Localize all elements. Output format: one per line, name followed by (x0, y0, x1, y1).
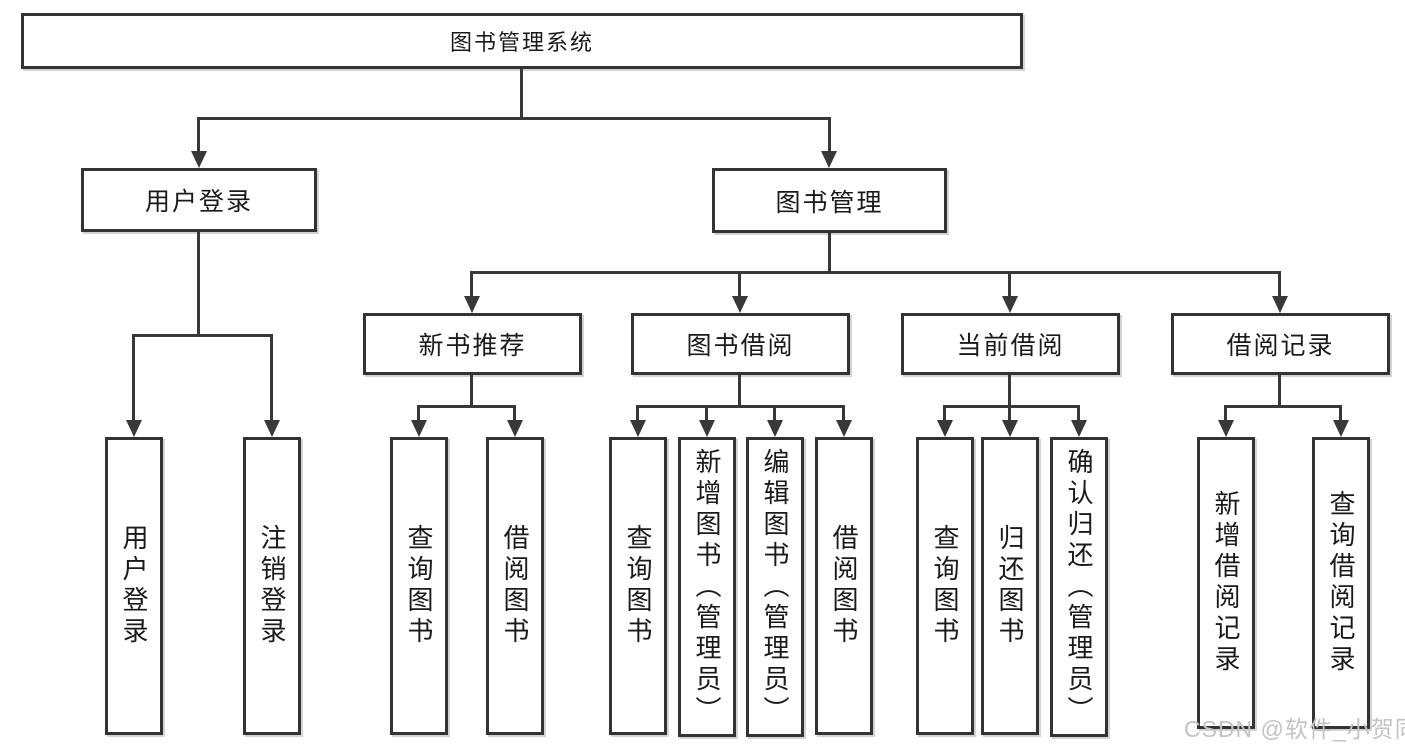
arrowhead-down-icon (836, 420, 852, 437)
arrowhead-down-icon (1002, 420, 1018, 437)
connector-line (1008, 375, 1011, 408)
node-current-borrowing-label: 当前借阅 (956, 332, 1065, 360)
arrowhead-down-icon (264, 420, 280, 437)
leaf-edit-book-admin-label: 编辑图书（管理员） (760, 447, 790, 727)
leaf-confirm-return-admin-label: 确认归还（管理员） (1064, 447, 1094, 727)
connector-line (470, 271, 473, 298)
node-new-book-recommend: 新书推荐 (363, 313, 582, 375)
node-current-borrowing: 当前借阅 (901, 313, 1120, 375)
connector-line (773, 405, 776, 422)
connector-line (132, 334, 135, 422)
arrowhead-down-icon (630, 420, 646, 437)
connector-line (1278, 271, 1281, 298)
node-book-borrowing: 图书借阅 (631, 313, 850, 375)
node-new-book-recommend-label: 新书推荐 (418, 332, 527, 360)
node-book-management-label: 图书管理 (775, 188, 884, 217)
connector-line (1008, 405, 1011, 422)
connector-line (738, 271, 741, 298)
connector-line (636, 405, 639, 422)
leaf-borrow-books-label: 借阅图书 (829, 524, 859, 648)
connector-line (470, 271, 1281, 274)
connector-line (1224, 405, 1227, 422)
arrowhead-down-icon (1333, 420, 1349, 437)
connector-line (1008, 271, 1011, 298)
leaf-query-borrow-record: 查询借阅记录 (1312, 437, 1370, 729)
connector-line (1339, 405, 1342, 422)
arrowhead-down-icon (821, 151, 837, 168)
connector-line (1278, 375, 1281, 408)
node-user-login: 用户登录 (81, 168, 317, 232)
arrowhead-down-icon (1071, 420, 1087, 437)
leaf-query-books-recommend-label: 查询图书 (404, 524, 434, 648)
connector-line (738, 375, 741, 408)
leaf-user-login: 用户登录 (105, 437, 163, 735)
connector-line (197, 232, 200, 336)
connector-line (470, 375, 473, 408)
connector-line (132, 334, 273, 337)
connector-line (417, 405, 516, 408)
arrowhead-down-icon (937, 420, 953, 437)
leaf-add-book-admin: 新增图书（管理员） (678, 437, 736, 737)
leaf-logout-label: 注销登录 (257, 524, 287, 648)
leaf-query-books-borrowing: 查询图书 (609, 437, 667, 735)
connector-line (513, 405, 516, 422)
node-user-login-label: 用户登录 (144, 188, 253, 216)
leaf-return-book: 归还图书 (981, 437, 1039, 735)
arrowhead-down-icon (1272, 296, 1288, 313)
node-borrow-records-label: 借阅记录 (1226, 332, 1335, 360)
leaf-add-borrow-record-label: 新增借阅记录 (1211, 490, 1241, 676)
node-book-management: 图书管理 (712, 168, 947, 233)
arrowhead-down-icon (126, 420, 142, 437)
leaf-logout: 注销登录 (243, 437, 301, 735)
connector-line (636, 405, 845, 408)
arrowhead-down-icon (699, 420, 715, 437)
node-borrow-records: 借阅记录 (1171, 313, 1390, 375)
leaf-borrow-books: 借阅图书 (815, 437, 873, 735)
leaf-add-borrow-record: 新增借阅记录 (1197, 437, 1255, 729)
leaf-return-book-label: 归还图书 (995, 524, 1025, 648)
arrowhead-down-icon (507, 420, 523, 437)
connector-line (828, 233, 831, 273)
leaf-user-login-label: 用户登录 (119, 524, 149, 648)
arrowhead-down-icon (767, 420, 783, 437)
connector-line (842, 405, 845, 422)
leaf-query-books-current-label: 查询图书 (930, 524, 960, 648)
connector-line (943, 405, 1080, 408)
node-root: 图书管理系统 (21, 13, 1023, 69)
connector-line (197, 117, 200, 153)
arrowhead-down-icon (1002, 296, 1018, 313)
connector-line (943, 405, 946, 422)
node-book-borrowing-label: 图书借阅 (686, 332, 795, 360)
arrowhead-down-icon (411, 420, 427, 437)
leaf-borrow-books-recommend-label: 借阅图书 (500, 524, 530, 648)
connector-line (197, 117, 831, 120)
leaf-add-book-admin-label: 新增图书（管理员） (692, 447, 722, 727)
leaf-edit-book-admin: 编辑图书（管理员） (746, 437, 804, 737)
arrowhead-down-icon (191, 151, 207, 168)
leaf-query-books-current: 查询图书 (916, 437, 974, 735)
node-root-label: 图书管理系统 (449, 30, 594, 55)
connector-line (1224, 405, 1342, 408)
connector-line (1077, 405, 1080, 422)
leaf-query-books-borrowing-label: 查询图书 (623, 524, 653, 648)
leaf-confirm-return-admin: 确认归还（管理员） (1050, 437, 1108, 737)
arrowhead-down-icon (464, 296, 480, 313)
leaf-query-borrow-record-label: 查询借阅记录 (1326, 490, 1356, 676)
arrowhead-down-icon (732, 296, 748, 313)
watermark: CSDN @软件_小贺同学 (1184, 716, 1405, 742)
connector-line (520, 69, 523, 118)
connector-line (828, 117, 831, 153)
connector-line (705, 405, 708, 422)
connector-line (270, 334, 273, 422)
arrowhead-down-icon (1218, 420, 1234, 437)
leaf-borrow-books-recommend: 借阅图书 (486, 437, 544, 735)
connector-line (417, 405, 420, 422)
leaf-query-books-recommend: 查询图书 (390, 437, 448, 735)
